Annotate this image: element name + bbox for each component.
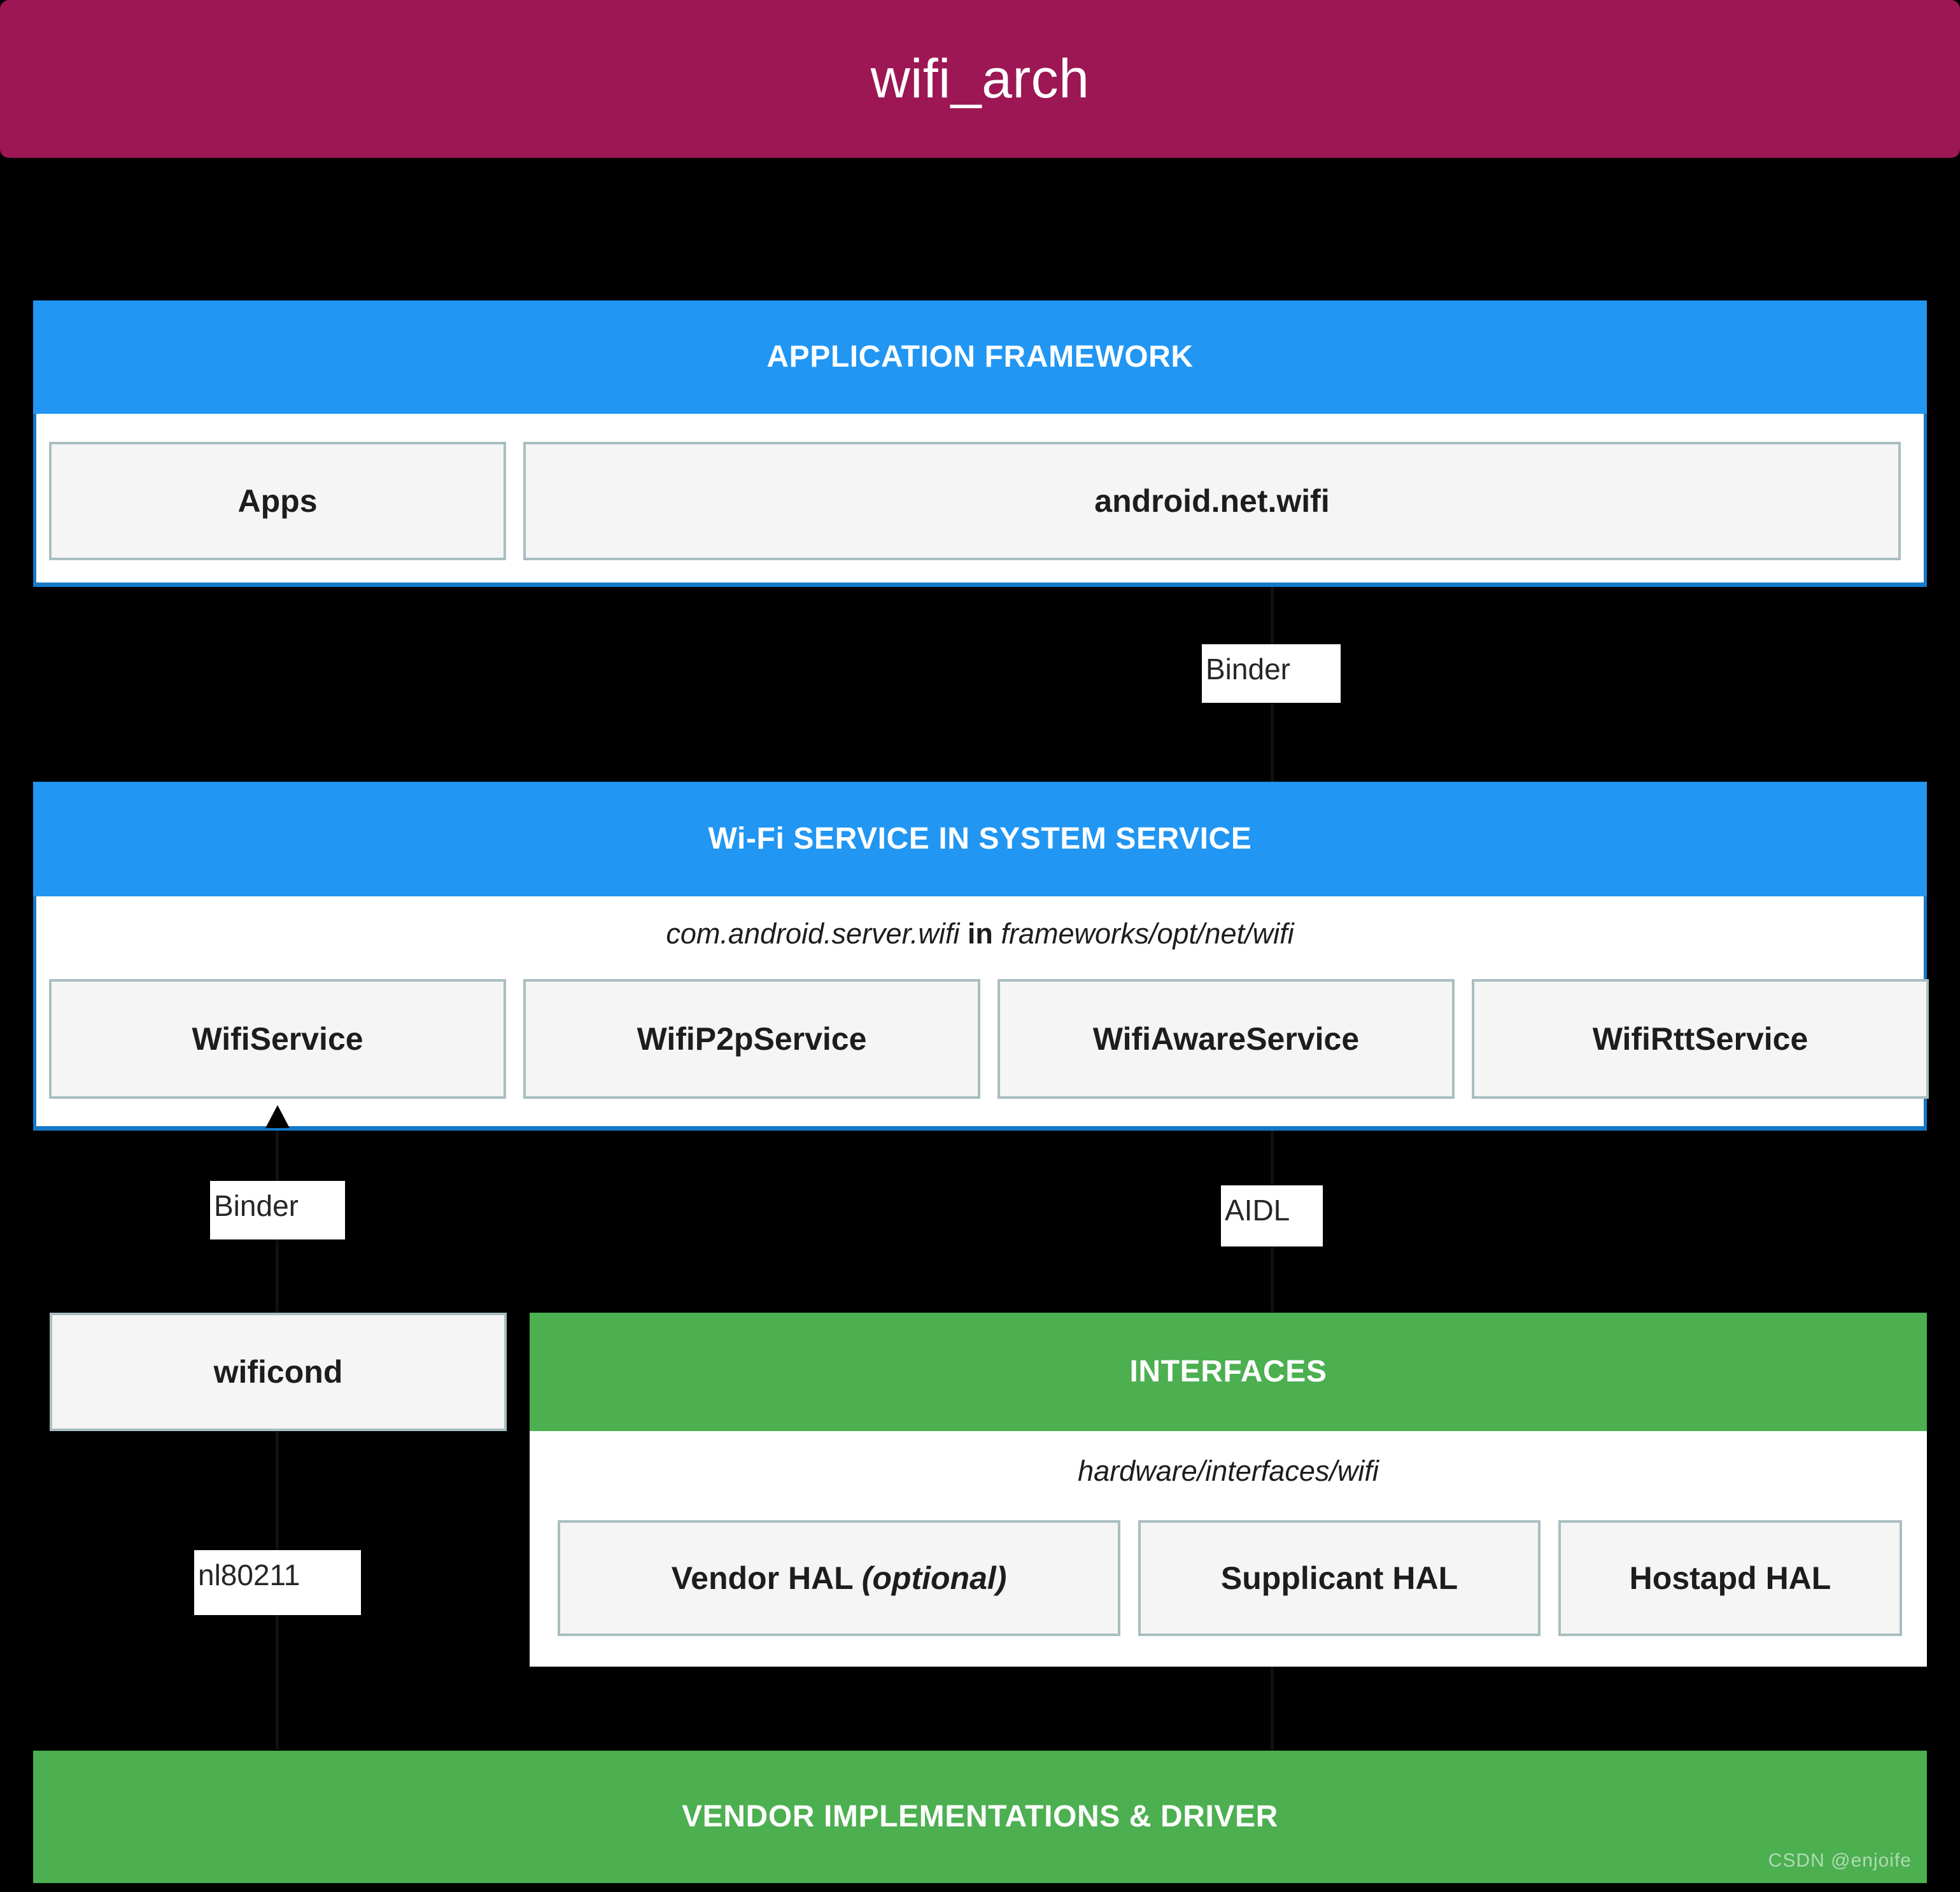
- edge-label-aidl: AIDL: [1221, 1185, 1323, 1246]
- interfaces-header: INTERFACES: [530, 1313, 1927, 1431]
- arrow-up-into-wifiservice: [265, 1105, 290, 1128]
- application-framework-panel: APPLICATION FRAMEWORK Apps android.net.w…: [33, 300, 1927, 587]
- node-wificond-label: wificond: [213, 1353, 343, 1390]
- watermark: CSDN @enjoife: [1768, 1850, 1912, 1871]
- node-wifip2pservice[interactable]: WifiP2pService: [523, 979, 980, 1099]
- page-title: wifi_arch: [870, 48, 1090, 109]
- wifi-service-header: Wi-Fi SERVICE IN SYSTEM SERVICE: [33, 782, 1927, 896]
- connector-interfaces-to-vendor: [1271, 1667, 1274, 1753]
- node-apps[interactable]: Apps: [49, 442, 506, 560]
- wifi-service-package-path: com.android.server.wifi in frameworks/op…: [36, 919, 1924, 948]
- node-wificond[interactable]: wificond: [50, 1313, 507, 1431]
- node-apps-label: Apps: [237, 483, 318, 519]
- wifi-service-package-prefix: com.android.server.wifi: [666, 917, 960, 950]
- node-wifip2pservice-label: WifiP2pService: [637, 1020, 867, 1057]
- wifi-service-package-join: in: [967, 917, 993, 950]
- node-wifiawareservice-label: WifiAwareService: [1092, 1020, 1360, 1057]
- node-vendor-hal-text: Vendor HAL: [671, 1560, 862, 1596]
- vendor-implementations-bar: VENDOR IMPLEMENTATIONS & DRIVER CSDN @en…: [33, 1751, 1927, 1883]
- interfaces-path: hardware/interfaces/wifi: [1078, 1455, 1379, 1487]
- node-supplicant-hal-label: Supplicant HAL: [1220, 1560, 1458, 1596]
- diagram-title-bar: wifi_arch: [0, 0, 1960, 158]
- node-wifiservice[interactable]: WifiService: [49, 979, 506, 1099]
- node-supplicant-hal[interactable]: Supplicant HAL: [1138, 1520, 1541, 1636]
- node-hostapd-hal[interactable]: Hostapd HAL: [1558, 1520, 1902, 1636]
- node-hostapd-hal-label: Hostapd HAL: [1629, 1560, 1831, 1596]
- node-vendor-hal-optional: (optional): [861, 1560, 1007, 1596]
- interfaces-panel: INTERFACES hardware/interfaces/wifi Vend…: [530, 1313, 1927, 1667]
- edge-label-nl80211: nl80211: [194, 1550, 361, 1615]
- application-framework-header-label: APPLICATION FRAMEWORK: [766, 340, 1194, 374]
- application-framework-body: Apps android.net.wifi: [33, 414, 1927, 587]
- node-android-net-wifi[interactable]: android.net.wifi: [523, 442, 1901, 560]
- edge-label-binder-left: Binder: [210, 1181, 345, 1239]
- interfaces-body: hardware/interfaces/wifi Vendor HAL (opt…: [530, 1431, 1927, 1667]
- wifi-service-body: com.android.server.wifi in frameworks/op…: [33, 896, 1929, 1131]
- node-wifirttservice[interactable]: WifiRttService: [1472, 979, 1929, 1099]
- node-vendor-hal[interactable]: Vendor HAL (optional): [558, 1520, 1120, 1636]
- wifi-service-panel: Wi-Fi SERVICE IN SYSTEM SERVICE com.andr…: [33, 782, 1929, 1131]
- node-android-net-wifi-label: android.net.wifi: [1094, 483, 1330, 519]
- edge-label-binder-top: Binder: [1202, 644, 1341, 703]
- wifi-service-header-label: Wi-Fi SERVICE IN SYSTEM SERVICE: [708, 822, 1252, 856]
- application-framework-header: APPLICATION FRAMEWORK: [33, 300, 1927, 414]
- wifi-service-package-suffix: frameworks/opt/net/wifi: [1001, 917, 1294, 950]
- node-wifirttservice-label: WifiRttService: [1592, 1020, 1808, 1057]
- node-vendor-hal-label: Vendor HAL (optional): [664, 1560, 1015, 1596]
- node-wifiservice-label: WifiService: [192, 1020, 363, 1057]
- interfaces-header-label: INTERFACES: [1129, 1355, 1327, 1388]
- node-wifiawareservice[interactable]: WifiAwareService: [998, 979, 1455, 1099]
- vendor-implementations-label: VENDOR IMPLEMENTATIONS & DRIVER: [682, 1800, 1278, 1833]
